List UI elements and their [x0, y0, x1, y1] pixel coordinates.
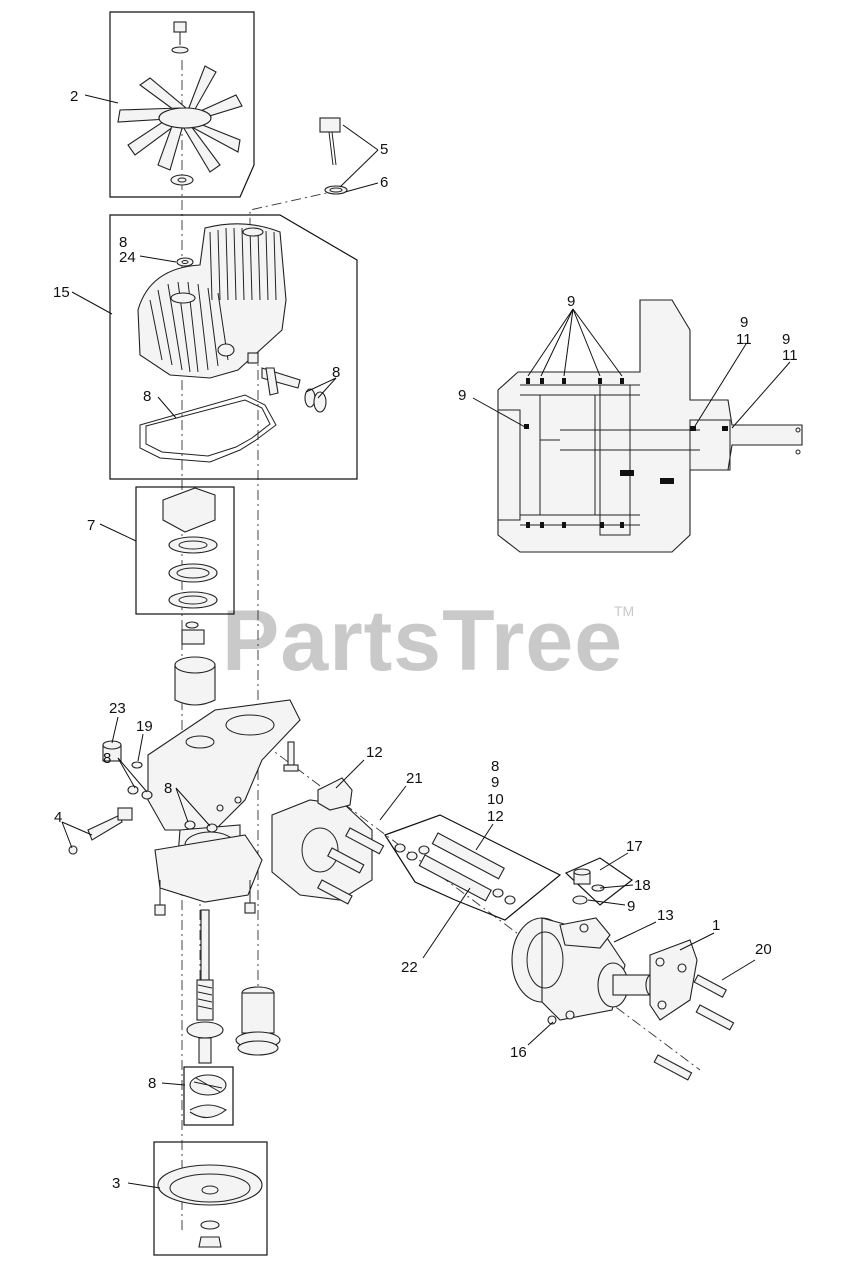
callout-8-center: 8 [164, 780, 172, 797]
callout-18: 18 [634, 877, 651, 894]
callout-10: 10 [487, 791, 504, 808]
callout-8-seal: 8 [119, 234, 127, 251]
plug-kit-group[interactable] [564, 857, 634, 906]
swashplate [162, 487, 216, 533]
callout-21: 21 [406, 770, 423, 787]
fan-bolt [171, 21, 189, 54]
bearing-race-upper [168, 536, 218, 554]
callout-numbers: 2 5 6 8 24 15 8 8 7 9 9 11 9 11 9 23 19 … [53, 88, 798, 1192]
drive-pulley [157, 1164, 263, 1206]
wheel-motor[interactable] [511, 917, 657, 1025]
callout-9-right-b: 9 [782, 331, 790, 348]
callout-8-bypass: 8 [332, 364, 340, 381]
callout-15: 15 [53, 284, 70, 301]
bearing-race-lower [168, 591, 218, 609]
needle-bearing [168, 563, 218, 583]
thrust-bearing-box [135, 486, 235, 615]
callout-24: 24 [119, 249, 136, 266]
mount-bolts[interactable] [653, 974, 735, 1081]
control-arm[interactable] [68, 807, 133, 855]
pulley-washer [200, 1220, 220, 1230]
callout-2: 2 [70, 88, 78, 105]
callout-9-left: 9 [458, 387, 466, 404]
charge-pump-filter[interactable] [235, 986, 281, 1056]
callout-17: 17 [626, 838, 643, 855]
housing-group-box [109, 214, 358, 480]
section-seal-marks [524, 378, 728, 528]
lower-bearing-box [183, 1066, 234, 1126]
cross-section-view[interactable] [497, 299, 803, 553]
callout-8-bearing: 8 [148, 1075, 156, 1092]
case-bolts [154, 880, 256, 916]
valve-oring[interactable] [131, 761, 143, 769]
dipstick-cap-part[interactable] [319, 117, 341, 166]
upper-housing [137, 223, 287, 379]
motor-end-cap[interactable] [271, 777, 373, 901]
callout-9-kit: 9 [491, 774, 499, 791]
fan-hub-nut [170, 174, 194, 186]
callout-3: 3 [112, 1175, 120, 1192]
callout-12-kit: 12 [487, 808, 504, 825]
callout-8-valve: 8 [103, 750, 111, 767]
cooling-fan [117, 65, 243, 173]
bypass-arm [247, 352, 301, 396]
lower-case-plate [154, 834, 263, 903]
pulley-nut [198, 1236, 222, 1248]
check-valve-tubes[interactable] [418, 832, 505, 902]
callout-20: 20 [755, 941, 772, 958]
thrust-bearing-group[interactable] [135, 486, 235, 615]
callout-16: 16 [510, 1044, 527, 1061]
input-shaft[interactable] [186, 909, 224, 1064]
pump-cylinder-block[interactable] [174, 621, 216, 706]
callout-19: 19 [136, 718, 153, 735]
callout-22: 22 [401, 959, 418, 976]
callout-11-a: 11 [736, 331, 752, 348]
bypass-seal-pair [304, 388, 327, 413]
watermark-trademark: TM [614, 603, 634, 619]
valve-seals-left [127, 785, 218, 833]
callout-9-plug: 9 [627, 898, 635, 915]
callout-6: 6 [380, 174, 388, 191]
shaft-seal-part [176, 257, 194, 267]
pulley-group-box [153, 1141, 268, 1256]
motor-mount-bracket[interactable] [649, 939, 698, 1021]
callout-8-gasket: 8 [143, 388, 151, 405]
fan-group-box [109, 11, 255, 198]
relief-valve-fitting[interactable] [102, 740, 122, 762]
callout-9-top: 9 [567, 293, 575, 310]
orings-9 [572, 895, 588, 905]
dipstick-oring-part[interactable] [324, 185, 348, 195]
callout-1: 1 [712, 917, 720, 934]
callout-23: 23 [109, 700, 126, 717]
callout-8-kit: 8 [491, 758, 499, 775]
callout-11-b: 11 [782, 347, 798, 364]
retaining-ring [189, 1104, 227, 1119]
callout-7: 7 [87, 517, 95, 534]
housing-group[interactable] [109, 214, 358, 480]
seal-kit-group[interactable] [384, 814, 562, 921]
callout-9-right-a: 9 [740, 314, 748, 331]
center-case[interactable] [147, 699, 301, 831]
callout-12-cap: 12 [366, 744, 383, 761]
callout-4: 4 [54, 809, 62, 826]
leader-lines [61, 94, 791, 1189]
pulley-group[interactable] [153, 1141, 268, 1256]
plug-kit-box [564, 857, 634, 906]
fan-group[interactable] [109, 11, 255, 198]
housing-gasket [139, 394, 277, 463]
lower-bearing-group[interactable] [183, 1066, 234, 1126]
callout-5: 5 [380, 141, 388, 158]
callout-13: 13 [657, 907, 674, 924]
partstree-watermark: PartsTree [222, 593, 623, 689]
cap-screws[interactable] [317, 827, 385, 905]
seal-kit-box [384, 814, 562, 921]
